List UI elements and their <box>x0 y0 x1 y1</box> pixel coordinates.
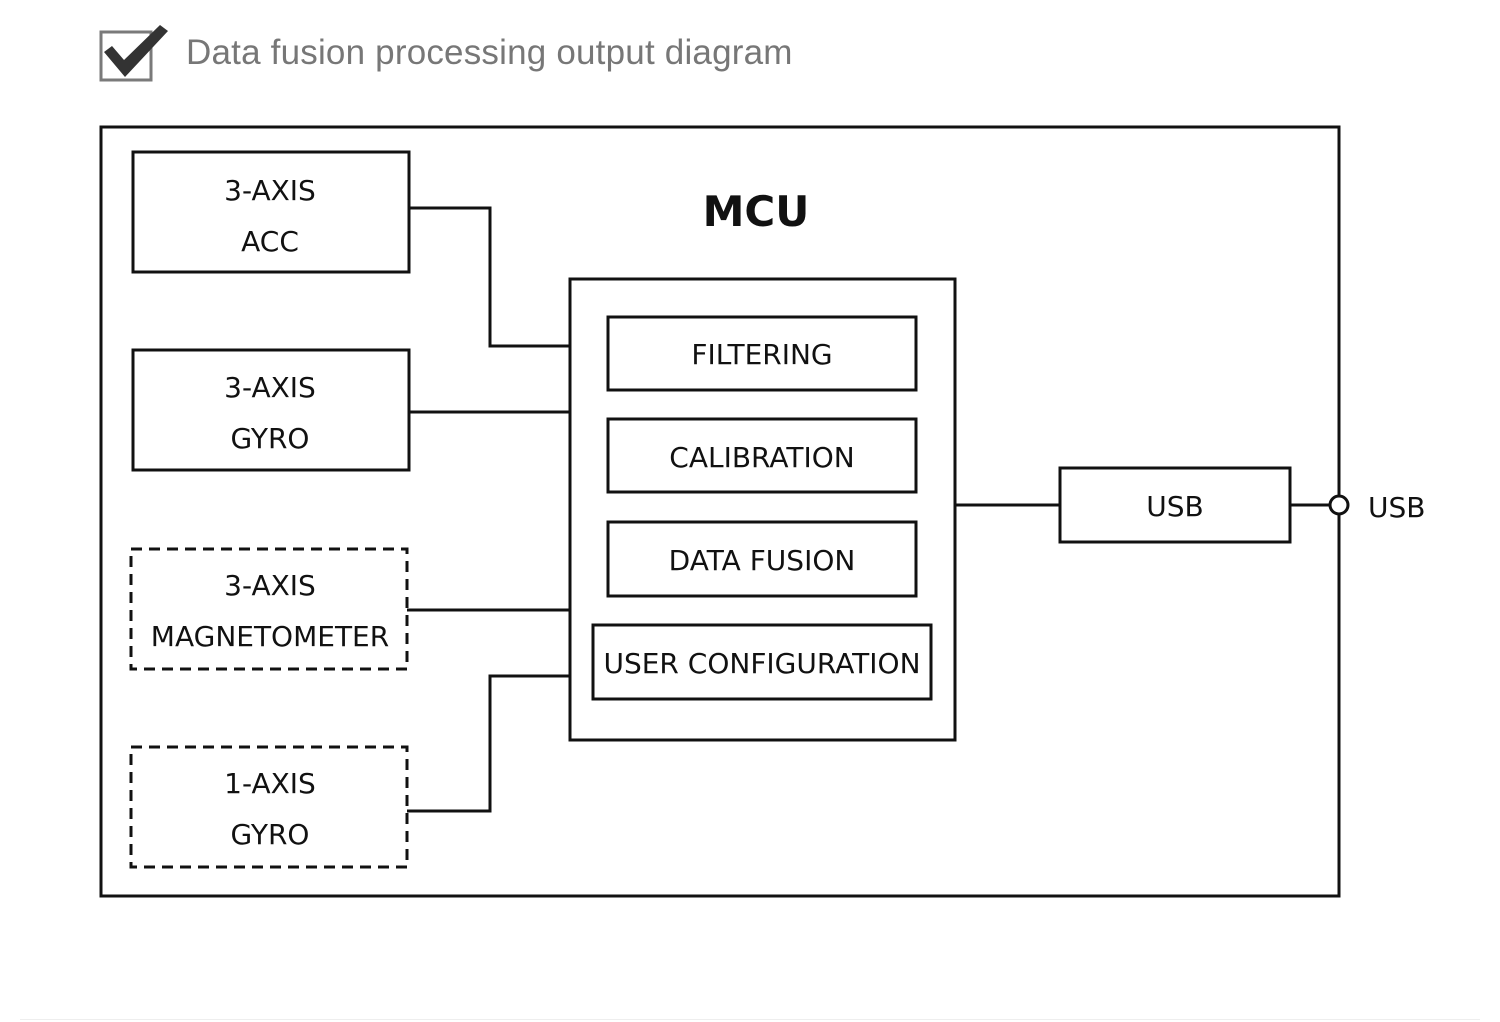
filtering-label: FILTERING <box>691 338 832 371</box>
acc-block <box>131 150 411 274</box>
data-fusion-label: DATA FUSION <box>669 544 856 577</box>
usb-block-label: USB <box>1146 490 1203 523</box>
acc-connector <box>409 206 570 348</box>
divider <box>20 1019 1480 1020</box>
data-fusion-block <box>606 520 918 598</box>
gyro-label-line2: GYRO <box>231 422 310 455</box>
usb-port-label: USB <box>1368 491 1425 524</box>
magnetometer-label-line2: MAGNETOMETER <box>151 620 389 653</box>
gyro-label-line1: 3-AXIS <box>224 371 316 404</box>
gyro-block <box>131 348 411 472</box>
filtering-block <box>606 315 918 392</box>
page-title: Data fusion processing output diagram <box>186 33 793 72</box>
processing-block <box>568 277 957 742</box>
user-configuration-label: USER CONFIGURATION <box>603 647 920 680</box>
user-configuration-block <box>591 623 933 701</box>
calibration-block <box>606 417 918 494</box>
checkbox-checked-icon <box>99 25 168 82</box>
header: Data fusion processing output diagram <box>98 22 793 84</box>
acc-label-line1: 3-AXIS <box>224 174 316 207</box>
usb-port-icon <box>1328 494 1350 516</box>
magnetometer-label-line1: 3-AXIS <box>224 569 316 602</box>
gyro1-label-line1: 1-AXIS <box>224 767 316 800</box>
calibration-label: CALIBRATION <box>669 441 854 474</box>
mcu-label: MCU <box>703 187 810 236</box>
gyro1-label-line2: GYRO <box>231 818 310 851</box>
acc-label-line2: ACC <box>241 225 299 258</box>
gyro1-connector <box>407 674 570 813</box>
